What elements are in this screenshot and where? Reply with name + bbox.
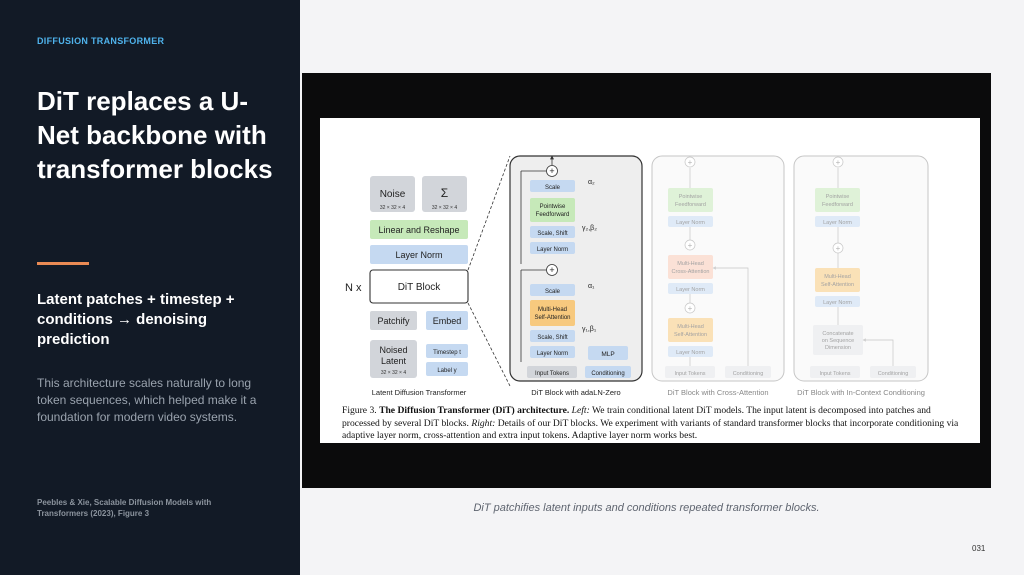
incontext-ln2: Layer Norm (823, 300, 852, 306)
adaln-scale-shift-bottom: Scale, Shift (537, 335, 568, 341)
adaln-mlp: MLP (601, 351, 614, 358)
dit-block-in-context: + Pointwise Feedforward Layer Norm + Mul… (793, 155, 929, 382)
cross-ln3: Layer Norm (676, 350, 705, 356)
latent-label: Latent (381, 356, 407, 366)
cross-conditioning: Conditioning (733, 371, 764, 377)
paper-figure-caption: Figure 3. The Diffusion Transformer (DiT… (342, 405, 962, 443)
adaln-ln-top: Layer Norm (537, 247, 568, 253)
noise-label: Noise (380, 189, 406, 200)
adaln-scale-top: Scale (545, 185, 561, 191)
paper-caption-left: Left: (571, 405, 590, 416)
adaln-alpha2: α₂ (588, 179, 595, 186)
n-times-label: N x (345, 282, 362, 294)
svg-text:+: + (688, 158, 693, 167)
adaln-scale-bottom: Scale (545, 289, 561, 295)
adaln-mhsa-1: Multi-Head (538, 307, 567, 313)
cross-caption: DiT Block with Cross-Attention (667, 388, 768, 397)
noised-label: Noised (379, 345, 407, 355)
linear-reshape-box (370, 220, 468, 239)
cross-ln2: Layer Norm (676, 287, 705, 293)
patchify-box (370, 311, 417, 330)
incontext-caption: DiT Block with In-Context Conditioning (797, 388, 925, 397)
sigma-box (422, 176, 467, 212)
svg-text:+: + (836, 158, 841, 167)
cross-mhca-2: Cross-Attention (672, 269, 710, 275)
incontext-concat-3: Dimension (825, 345, 851, 351)
timestep-box (426, 344, 468, 358)
adaln-ln-bottom: Layer Norm (537, 351, 568, 357)
paper-caption-label: Figure 3. (342, 405, 377, 416)
incontext-mhsa-2: Self-Attention (821, 282, 854, 288)
slide-title: DiT replaces a U-Net backbone with trans… (37, 86, 273, 184)
page-number: 031 (972, 544, 986, 553)
noise-dim: 32 × 32 × 4 (380, 205, 406, 211)
layer-norm-box (370, 245, 468, 264)
incontext-input-tokens: Input Tokens (819, 371, 850, 377)
cross-ff-1: Pointwise (679, 194, 703, 200)
svg-text:+: + (549, 166, 554, 176)
layer-norm-label: Layer Norm (395, 250, 442, 260)
dit-diagram: Noise 32 × 32 × 4 Σ 32 × 32 × 4 Linear a… (345, 155, 929, 397)
incontext-mhsa-1: Multi-Head (824, 274, 851, 280)
incontext-concat-2: on Sequence (822, 338, 854, 344)
paper-caption-text2: Details of our DiT blocks. We experiment… (342, 417, 959, 442)
embed-box (426, 311, 468, 330)
adaln-gb1: γ₁,β₁ (582, 326, 597, 333)
cross-mhsa-2: Self-Attention (674, 332, 707, 338)
cross-ln1: Layer Norm (676, 220, 705, 226)
noised-dim: 32 × 32 × 4 (381, 370, 407, 376)
svg-text:+: + (688, 241, 693, 250)
incontext-conditioning: Conditioning (878, 371, 909, 377)
incontext-concat-1: Concatenate (822, 331, 853, 337)
paper-caption-right: Right: (471, 417, 496, 429)
label-y-label: Label y (437, 368, 456, 374)
sidebar: DIFFUSION TRANSFORMER DiT replaces a U-N… (0, 0, 300, 575)
citation: Peebles & Xie, Scalable Diffusion Models… (37, 498, 212, 518)
svg-text:+: + (688, 304, 693, 313)
adaln-ff-1: Pointwise (540, 204, 566, 210)
adaln-input-tokens: Input Tokens (535, 371, 569, 377)
slide-body-text: This architecture scales naturally to lo… (37, 376, 257, 424)
dit-block-cross-attention: + Pointwise Feedforward Layer Norm + Mul… (651, 155, 785, 382)
incontext-ln1: Layer Norm (823, 220, 852, 226)
timestep-label: Timestep t (433, 350, 461, 356)
noise-box (370, 176, 415, 212)
linear-reshape-label: Linear and Reshape (378, 225, 459, 235)
dit-block-label: DiT Block (398, 282, 442, 293)
cross-mhsa-1: Multi-Head (677, 324, 704, 330)
cross-input-tokens: Input Tokens (674, 371, 705, 377)
incontext-ff-2: Feedforward (822, 202, 853, 208)
cross-mhca-1: Multi-Head (677, 261, 704, 267)
dit-architecture-figure: Noise 32 × 32 × 4 Σ 32 × 32 × 4 Linear a… (320, 118, 980, 443)
label-y-box (426, 362, 468, 376)
adaln-gb2: γ₂,β₂ (582, 225, 597, 232)
patchify-label: Patchify (377, 316, 410, 326)
latent-diffusion-transformer: Noise 32 × 32 × 4 Σ 32 × 32 × 4 Linear a… (345, 155, 511, 397)
paper-caption-bold: The Diffusion Transformer (DiT) architec… (379, 405, 570, 416)
adaln-ff-2: Feedforward (536, 212, 570, 218)
adaln-scale-shift-top: Scale, Shift (537, 231, 568, 237)
adaln-caption: DiT Block with adaLN-Zero (531, 388, 620, 397)
adaln-alpha1: α₁ (588, 283, 595, 290)
sigma-dim: 32 × 32 × 4 (432, 205, 458, 211)
svg-text:+: + (836, 244, 841, 253)
svg-text:+: + (549, 265, 554, 275)
embed-label: Embed (433, 316, 462, 326)
paper-caption-text1: We train conditional latent DiT models. … (342, 405, 931, 429)
slide-subtitle: Latent patches + timestep + conditions →… (37, 291, 235, 348)
dit-block-adaln: + Scale Pointwise Feedforward Scale, Shi… (509, 155, 643, 397)
slide-caption: DiT patchifies latent inputs and conditi… (473, 502, 820, 514)
dit-block-box (369, 269, 469, 304)
accent-divider (37, 262, 89, 265)
adaln-mhsa-2: Self-Attention (534, 315, 570, 321)
cross-ff-2: Feedforward (675, 202, 706, 208)
noised-latent-box (370, 340, 417, 378)
adaln-conditioning: Conditioning (591, 371, 624, 377)
sigma-label: Σ (441, 186, 448, 200)
incontext-ff-1: Pointwise (826, 194, 850, 200)
left-caption: Latent Diffusion Transformer (372, 388, 467, 397)
section-eyebrow: DIFFUSION TRANSFORMER (37, 36, 165, 46)
